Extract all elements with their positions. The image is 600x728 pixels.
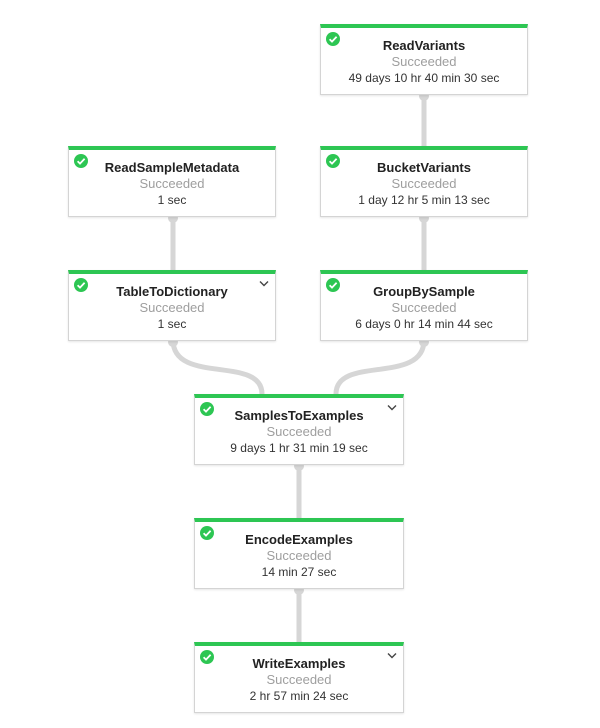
check-circle-icon	[74, 154, 88, 168]
check-circle-icon	[74, 278, 88, 292]
check-circle-icon	[326, 278, 340, 292]
chevron-down-icon[interactable]	[259, 280, 269, 288]
step-duration: 49 days 10 hr 40 min 30 sec	[348, 71, 500, 85]
step-node-writeexamples[interactable]: WriteExamples Succeeded 2 hr 57 min 24 s…	[194, 642, 404, 713]
step-name: GroupBySample	[373, 284, 475, 299]
step-node-bucketvariants[interactable]: BucketVariants Succeeded 1 day 12 hr 5 m…	[320, 146, 528, 217]
step-node-samplestoexamples[interactable]: SamplesToExamples Succeeded 9 days 1 hr …	[194, 394, 404, 465]
check-circle-icon	[326, 154, 340, 168]
step-duration: 14 min 27 sec	[261, 565, 337, 579]
check-circle-icon	[326, 32, 340, 46]
step-node-encodeexamples[interactable]: EncodeExamples Succeeded 14 min 27 sec	[194, 518, 404, 589]
step-node-tabletodictionary[interactable]: TableToDictionary Succeeded 1 sec	[68, 270, 276, 341]
chevron-down-icon[interactable]	[387, 404, 397, 412]
step-status: Succeeded	[391, 176, 457, 191]
step-duration: 1 sec	[157, 193, 187, 207]
step-duration: 1 sec	[157, 317, 187, 331]
step-status: Succeeded	[266, 548, 332, 563]
step-node-groupbysample[interactable]: GroupBySample Succeeded 6 days 0 hr 14 m…	[320, 270, 528, 341]
step-status: Succeeded	[391, 54, 457, 69]
step-status: Succeeded	[266, 672, 332, 687]
check-circle-icon	[200, 650, 214, 664]
step-duration: 1 day 12 hr 5 min 13 sec	[358, 193, 490, 207]
step-name: WriteExamples	[252, 656, 346, 671]
step-status: Succeeded	[391, 300, 457, 315]
step-status: Succeeded	[266, 424, 332, 439]
step-name: SamplesToExamples	[234, 408, 364, 423]
step-status: Succeeded	[139, 176, 205, 191]
step-node-readvariants[interactable]: ReadVariants Succeeded 49 days 10 hr 40 …	[320, 24, 528, 95]
check-circle-icon	[200, 526, 214, 540]
step-name: EncodeExamples	[245, 532, 353, 547]
step-name: TableToDictionary	[116, 284, 228, 299]
step-status: Succeeded	[139, 300, 205, 315]
step-node-readsamplemetadata[interactable]: ReadSampleMetadata Succeeded 1 sec	[68, 146, 276, 217]
step-duration: 6 days 0 hr 14 min 44 sec	[355, 317, 493, 331]
chevron-down-icon[interactable]	[387, 652, 397, 660]
edge-groupbysample-samplestoexamples	[333, 339, 427, 395]
step-duration: 2 hr 57 min 24 sec	[249, 689, 349, 703]
step-duration: 9 days 1 hr 31 min 19 sec	[230, 441, 368, 455]
step-name: BucketVariants	[377, 160, 471, 175]
check-circle-icon	[200, 402, 214, 416]
step-name: ReadSampleMetadata	[104, 160, 240, 175]
edge-tabletodictionary-samplestoexamples	[170, 339, 265, 395]
step-name: ReadVariants	[382, 38, 466, 53]
